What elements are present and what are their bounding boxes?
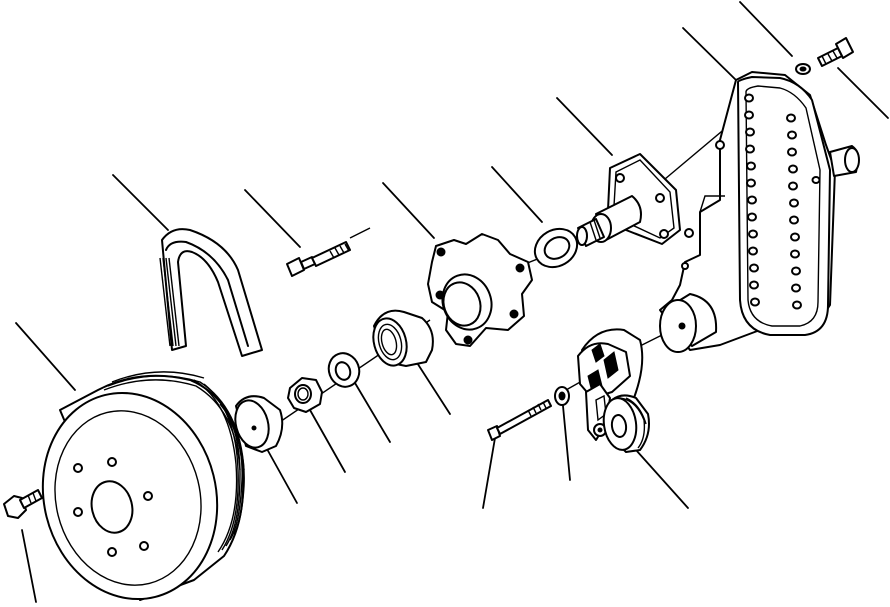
leader-bearing xyxy=(411,354,451,415)
leader-nut xyxy=(309,409,346,473)
bolt-pulley xyxy=(3,489,43,519)
idler-pulley xyxy=(602,394,650,453)
tensioner xyxy=(577,328,644,441)
bearing xyxy=(372,309,434,367)
leader-bolt-upper-right xyxy=(739,1,793,57)
leader-seal-ring xyxy=(491,166,543,223)
leader-bolt-middle xyxy=(244,189,301,248)
leader-hub xyxy=(382,182,435,239)
plate-holes-left xyxy=(744,93,760,307)
leader-pulley xyxy=(15,322,76,391)
leader-pivot-shaft xyxy=(556,97,613,156)
nut xyxy=(287,377,323,413)
leader-lines xyxy=(15,1,889,603)
seal-ring xyxy=(533,227,579,269)
pivot-shaft xyxy=(576,153,681,247)
hub xyxy=(427,233,533,347)
leader-mounting-plate xyxy=(682,27,739,83)
leader-bolt-tensioner xyxy=(482,437,496,509)
drive-belt xyxy=(159,228,263,357)
thrust-washer xyxy=(327,352,361,388)
washer-upper-right xyxy=(795,63,811,75)
leader-washer-right xyxy=(837,67,889,119)
pulley xyxy=(41,371,245,601)
leader-idler-pulley xyxy=(635,449,689,509)
leader-bolt-pulley xyxy=(21,529,37,603)
bolt-upper-right xyxy=(817,37,854,67)
dust-cap xyxy=(234,395,284,453)
leader-washer-tensioner xyxy=(562,405,571,481)
boss-spacer xyxy=(659,293,718,353)
bolt-tensioner xyxy=(487,399,552,441)
leader-thrust-washer xyxy=(354,382,391,443)
leader-drive-belt xyxy=(112,174,169,231)
mounting-plate xyxy=(659,71,860,351)
bolt-middle xyxy=(286,241,351,277)
washer-tensioner xyxy=(554,386,570,406)
plate-holes-right xyxy=(786,113,821,310)
